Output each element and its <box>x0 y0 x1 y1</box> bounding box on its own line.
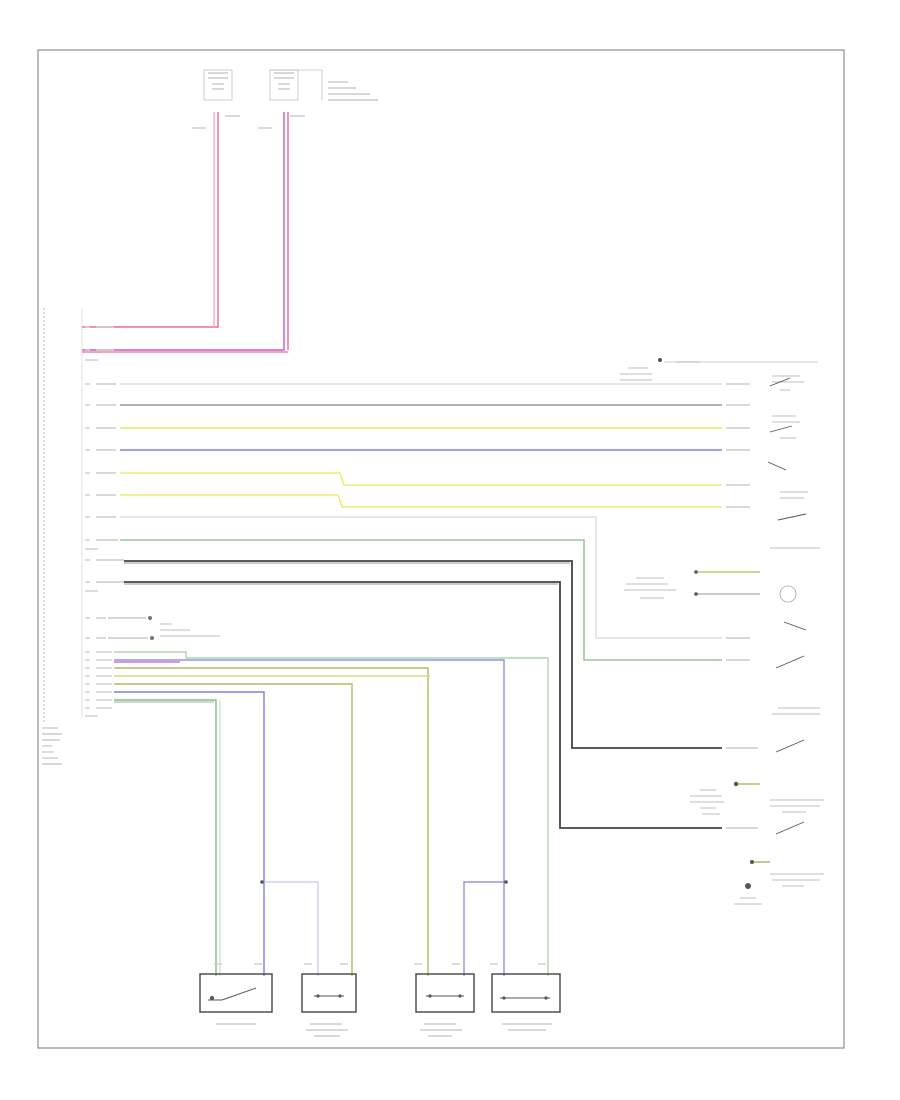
wire-dark-2 <box>124 581 722 829</box>
bottom-component-2 <box>301 963 357 1037</box>
wire-grey-bot-1 <box>114 651 549 976</box>
violet-feed-wire <box>82 112 285 351</box>
diagram-frame <box>37 49 845 1049</box>
wire-cross-1 <box>262 881 319 976</box>
wire-olive-bot-1 <box>114 667 429 976</box>
wire-green-bot <box>114 699 217 976</box>
wire-yellow-2 <box>120 472 722 486</box>
wire-olive-bot-3 <box>114 683 353 976</box>
bottom-component-1 <box>199 963 273 1025</box>
wire-violet-bot <box>114 659 505 976</box>
pin-labels <box>85 326 124 717</box>
wire-blue-bot <box>114 691 265 976</box>
wire-yellow-3 <box>120 494 722 508</box>
left-ground-symbols <box>108 616 220 640</box>
bottom-component-4 <box>490 963 561 1031</box>
wire-dark-1 <box>124 560 722 749</box>
fuse-box-right <box>269 69 299 101</box>
module-label <box>42 727 62 765</box>
bottom-component-3 <box>414 963 475 1037</box>
wire-green-1 <box>120 539 722 661</box>
fuse-block <box>192 69 378 129</box>
right-components <box>620 358 824 905</box>
horizontal-wires <box>120 383 722 829</box>
fuse-box-left <box>203 69 233 101</box>
wire-white-2 <box>120 516 722 639</box>
wire-cross-2 <box>463 881 506 976</box>
pink-feed-wire <box>82 112 219 328</box>
bottom-wires <box>114 651 549 976</box>
fuse-feed-wires <box>82 112 289 353</box>
